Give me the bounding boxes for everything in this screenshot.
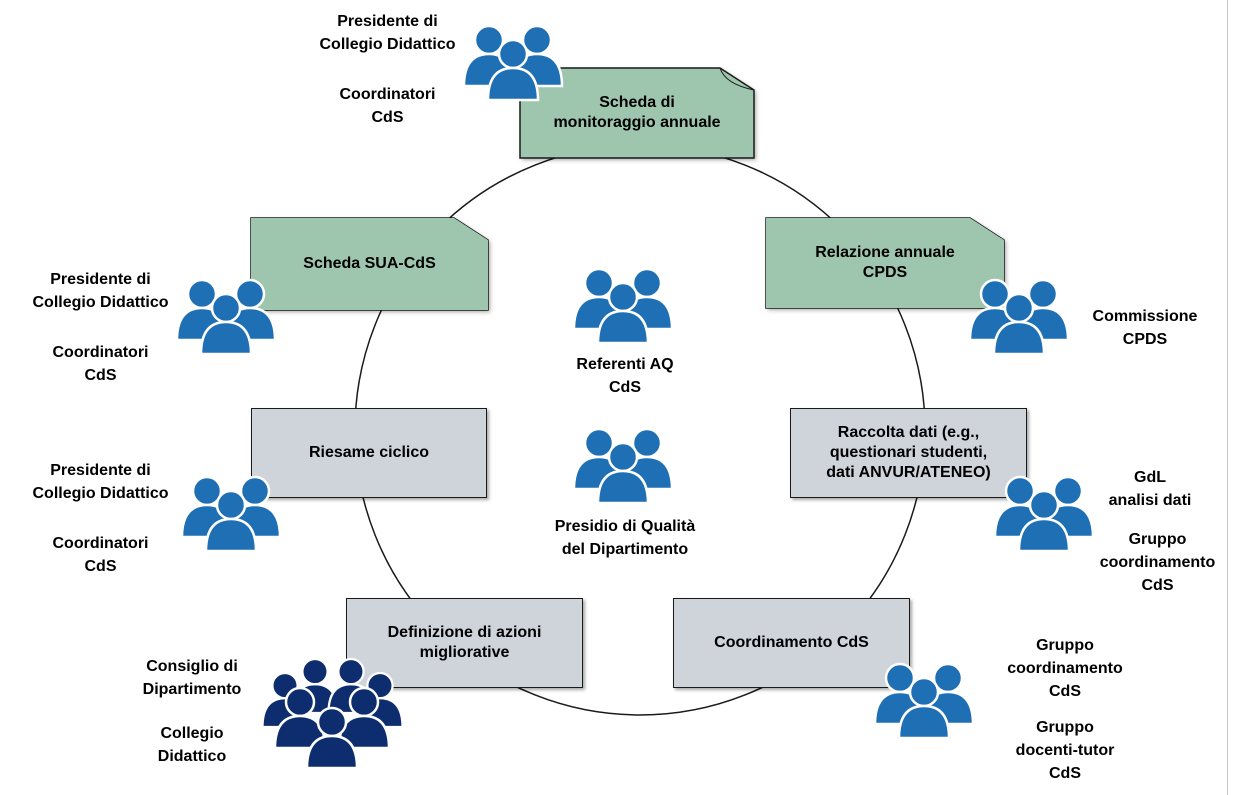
definizione-azioni-label: Definizione di azioni migliorative xyxy=(387,624,542,661)
actor-presidio: Presidio di Qualità del Dipartimento xyxy=(554,518,696,558)
actor-gruppo-coord-right: Gruppo coordinamento CdS xyxy=(1099,531,1216,594)
scheda-monitoraggio-label: Scheda di monitoraggio annuale xyxy=(520,68,754,158)
actor-gdl: GdL analisi dati xyxy=(1108,469,1192,509)
actor-left-presidente: Presidente di Collegio Didattico xyxy=(32,271,169,311)
actor-referenti: Referenti AQ CdS xyxy=(576,356,674,396)
actor-top-coordinatori: Coordinatori CdS xyxy=(339,86,436,126)
actor-commissione: Commissione CPDS xyxy=(1092,308,1198,348)
coordinamento-label: Coordinamento CdS xyxy=(714,634,869,651)
actor-left-coordinatori: Coordinatori CdS xyxy=(52,344,149,384)
scheda-sua-box: Scheda SUA-CdS xyxy=(251,218,488,310)
relazione-cpds-box: Relazione annuale CPDS xyxy=(766,218,1004,308)
actor-midleft-coordinatori: Coordinatori CdS xyxy=(52,535,149,575)
raccolta-dati-label: Raccolta dati (e.g., questionari student… xyxy=(826,424,991,481)
definizione-azioni-box: Definizione di azioni migliorative xyxy=(346,598,583,688)
right-edge-divider xyxy=(1227,0,1228,795)
actor-top-presidente: Presidente di Collegio Didattico xyxy=(319,13,456,53)
coordinamento-box: Coordinamento CdS xyxy=(673,598,910,688)
scheda-sua-label: Scheda SUA-CdS xyxy=(251,218,488,310)
raccolta-dati-box: Raccolta dati (e.g., questionari student… xyxy=(790,408,1027,498)
riesame-box: Riesame ciclico xyxy=(251,408,487,498)
riesame-label: Riesame ciclico xyxy=(308,444,430,461)
relazione-cpds-label: Relazione annuale CPDS xyxy=(766,218,1004,308)
actor-consiglio: Consiglio di Dipartimento xyxy=(142,658,242,698)
scheda-monitoraggio-box: Scheda di monitoraggio annuale xyxy=(520,68,754,158)
actor-collegio: Collegio Didattico xyxy=(157,725,227,765)
actor-midleft-presidente: Presidente di Collegio Didattico xyxy=(32,462,169,502)
actor-gruppo-coord-bottom: Gruppo coordinamento CdS xyxy=(1007,637,1123,700)
actor-gruppo-docenti: Gruppo docenti-tutor CdS xyxy=(1015,719,1115,782)
